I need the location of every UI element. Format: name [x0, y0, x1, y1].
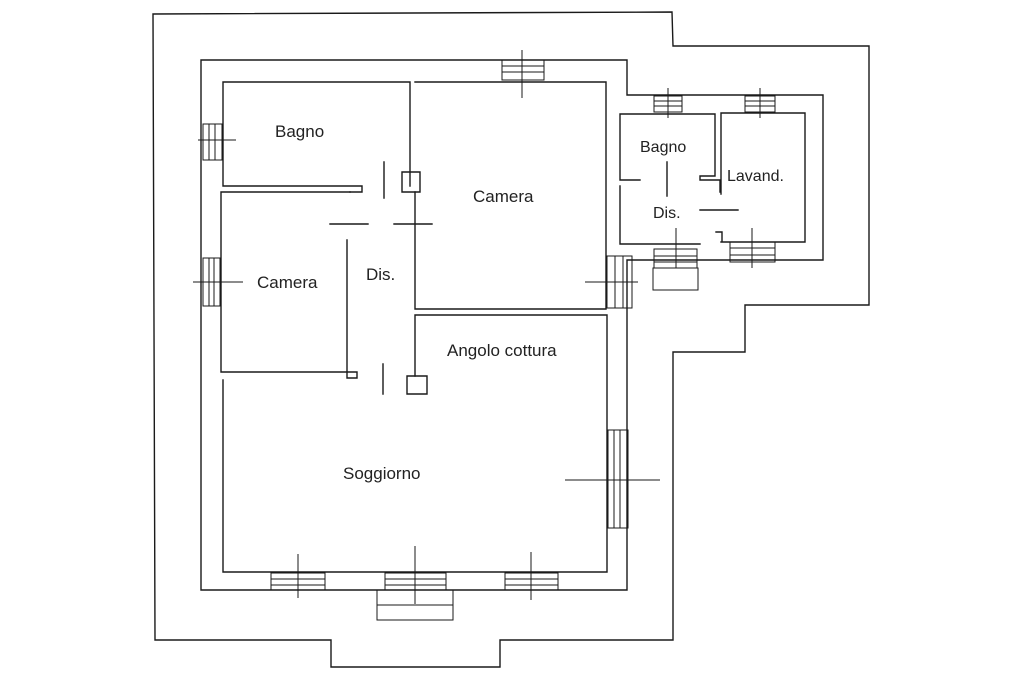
wall-stub [401, 171, 421, 193]
door-marks-dis [329, 161, 433, 395]
wall-living [222, 314, 608, 573]
room-label-camera-left: Camera [257, 273, 318, 292]
room-label-camera-top: Camera [473, 187, 534, 206]
wall-bagno [222, 81, 411, 193]
building-outer-wall [200, 59, 824, 591]
room-label-bagno: Bagno [275, 122, 324, 141]
steps [376, 267, 699, 621]
room-label-dis: Dis. [366, 265, 395, 284]
room-label-bagno-annex: Bagno [640, 139, 686, 156]
wall-annex-lavand [699, 112, 806, 243]
wall-camera-left [220, 191, 358, 379]
room-label-angolo-cottura: Angolo cottura [447, 341, 557, 360]
lot-boundary [152, 11, 870, 668]
wall-annex-bagno [619, 113, 721, 245]
room-label-lavanderia: Lavand. [727, 168, 784, 185]
wall-stub-2 [406, 375, 428, 395]
room-label-soggiorno: Soggiorno [343, 464, 421, 483]
wall-camera-top [414, 81, 607, 310]
room-label-dis-annex: Dis. [653, 205, 681, 222]
